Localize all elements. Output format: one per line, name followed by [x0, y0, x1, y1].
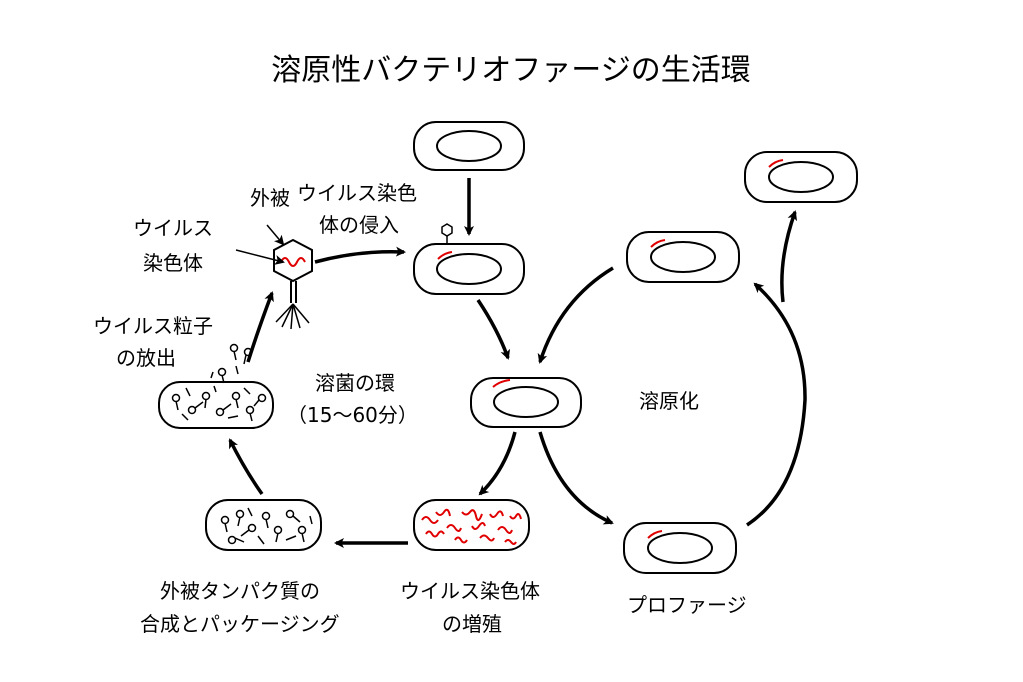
arrow-release: [246, 291, 274, 363]
bacterium-packaging: [205, 499, 322, 551]
bacterium-uninfected: [413, 121, 525, 171]
label-prophage: プロファージ: [627, 593, 747, 617]
label-lytic-cycle-1: 溶菌の環: [315, 371, 395, 395]
label-viral-chromosome-2: 染色体: [143, 251, 203, 275]
bacterium-prophage: [623, 522, 737, 574]
bacterium-lysogen-2: [744, 151, 858, 203]
label-release-1: ウイルス粒子: [93, 314, 213, 338]
label-release-2: の放出: [116, 346, 176, 370]
arrow-to-center: [476, 299, 511, 360]
bacterium-infected: [413, 223, 525, 295]
label-lytic-cycle-2: （15～60分）: [287, 403, 418, 427]
arrow-to-replication: [478, 431, 517, 496]
label-synthesis-1: 外被タンパク質の: [160, 579, 320, 603]
viral-chromosome-pointer: [235, 249, 285, 265]
label-injection-1: ウイルス染色: [297, 181, 417, 205]
diagram-title: 溶原性バクテリオファージの生活環: [271, 53, 750, 88]
arrow-lysogen-divide: [780, 210, 798, 303]
label-synthesis-2: 合成とパッケージング: [140, 612, 340, 636]
arrow-prophage-to-lysogen: [746, 282, 807, 527]
label-viral-chromosome-1: ウイルス: [133, 216, 213, 240]
released-phages: [210, 343, 253, 384]
label-replication-2: の増殖: [442, 612, 502, 636]
label-replication-1: ウイルス染色体: [400, 579, 540, 603]
attached-phage: [441, 223, 453, 244]
outer-coat-pointer: [266, 224, 285, 246]
arrow-phage-attach: [314, 246, 406, 264]
label-lysogeny: 溶原化: [639, 389, 699, 413]
arrow-to-prophage: [538, 431, 614, 525]
arrow-to-lysis: [228, 438, 264, 496]
bacterium-center: [470, 377, 582, 428]
bacterium-lysing: [158, 381, 274, 429]
label-outer-coat: 外被: [250, 186, 290, 210]
label-injection-2: 体の侵入: [319, 213, 399, 237]
free-phage: [273, 238, 313, 330]
bacterium-lysogen-1: [626, 231, 740, 283]
bacterium-dna-replication: [413, 499, 530, 551]
arrow-lysogen-to-center: [537, 266, 614, 364]
